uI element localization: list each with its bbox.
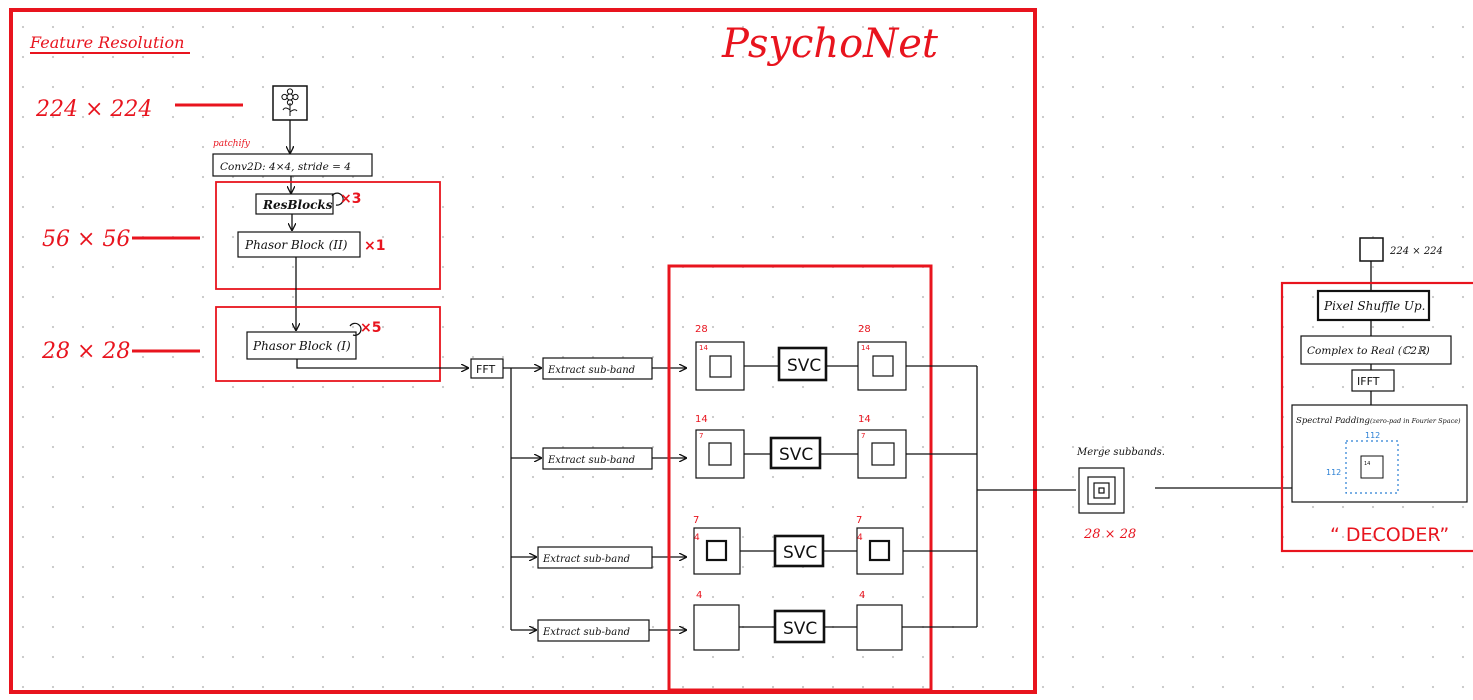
subband-2-out-outer-size: 14 <box>858 414 871 425</box>
phasor1-label: Phasor Block (I) <box>252 339 351 353</box>
subband-2-inner-size: 7 <box>699 432 703 440</box>
subband-3-out-inner-size: 4 <box>857 533 863 543</box>
subband-2-outer-size: 14 <box>695 414 708 425</box>
resblocks-repeat: ×3 <box>340 191 361 207</box>
resolution-56-label: 56 × 56 <box>42 227 130 252</box>
subband-4-outer-size: 4 <box>696 590 702 601</box>
subband-2-out-inner-size: 7 <box>861 432 865 440</box>
spectrum-center <box>1361 456 1383 478</box>
resblocks-label: ResBlocks <box>262 198 333 212</box>
subband-3-output <box>857 528 903 574</box>
pad-left-size: 112 <box>1326 468 1341 477</box>
phasor2-repeat: ×1 <box>364 238 385 254</box>
resolution-224-label: 224 × 224 <box>35 97 152 122</box>
decoder-caption: “ DECODER” <box>1330 524 1449 546</box>
subband-3-inner-size: 4 <box>694 533 700 543</box>
extract-subband-label-4: Extract sub-band <box>542 627 630 638</box>
svc-label-3: SVC <box>783 543 817 563</box>
diagram-title: PsychoNet <box>721 21 939 67</box>
subband-1-outer-size: 28 <box>695 324 708 335</box>
decoder-output-size: 224 × 224 <box>1389 246 1443 257</box>
complex-to-real-label: Complex to Real (ℂ2ℝ) <box>1307 345 1430 357</box>
subband-1-inner-size: 14 <box>699 344 708 352</box>
decoder-output-image <box>1360 238 1383 261</box>
extract-subband-label-2: Extract sub-band <box>547 455 635 466</box>
patchify-note: patchify <box>213 139 251 149</box>
subband-4-output <box>857 605 902 650</box>
subband-1-out-inner-size: 14 <box>861 344 870 352</box>
subband-4-out-outer-size: 4 <box>859 590 865 601</box>
feature-resolution-heading: Feature Resolution <box>29 33 184 52</box>
pad-top-size: 112 <box>1365 431 1380 440</box>
phasor1-repeat: ×5 <box>360 320 381 336</box>
subband-3-input <box>694 528 740 574</box>
merge-label: Merge subbands. <box>1076 447 1165 458</box>
subband-3-outer-size: 7 <box>693 515 699 526</box>
subband-1-out-outer-size: 28 <box>858 324 871 335</box>
svc-label-1: SVC <box>787 356 821 376</box>
conv2d-label: Conv2D: 4×4, stride = 4 <box>220 161 351 173</box>
merged-subbands <box>1079 468 1124 513</box>
fft-label: FFT <box>476 363 495 376</box>
svc-label-4: SVC <box>783 619 817 639</box>
subband-3-out-outer-size: 7 <box>856 515 862 526</box>
resolution-28-label: 28 × 28 <box>41 339 130 364</box>
merge-size: 28 × 28 <box>1083 527 1136 542</box>
spectral-padding-note: (zero-pad in Fourier Space) <box>1370 417 1461 425</box>
subband-4-input <box>694 605 739 650</box>
extract-subband-label-3: Extract sub-band <box>542 554 630 565</box>
svc-label-2: SVC <box>779 445 813 465</box>
spectral-padding-label: Spectral Padding <box>1296 416 1371 426</box>
pad-inner-size: 14 <box>1364 461 1370 467</box>
pixel-shuffle-label: Pixel Shuffle Up. <box>1323 299 1425 313</box>
phasor2-label: Phasor Block (II) <box>244 238 348 252</box>
extract-subband-label-1: Extract sub-band <box>547 365 635 376</box>
ifft-label: IFFT <box>1357 375 1380 388</box>
